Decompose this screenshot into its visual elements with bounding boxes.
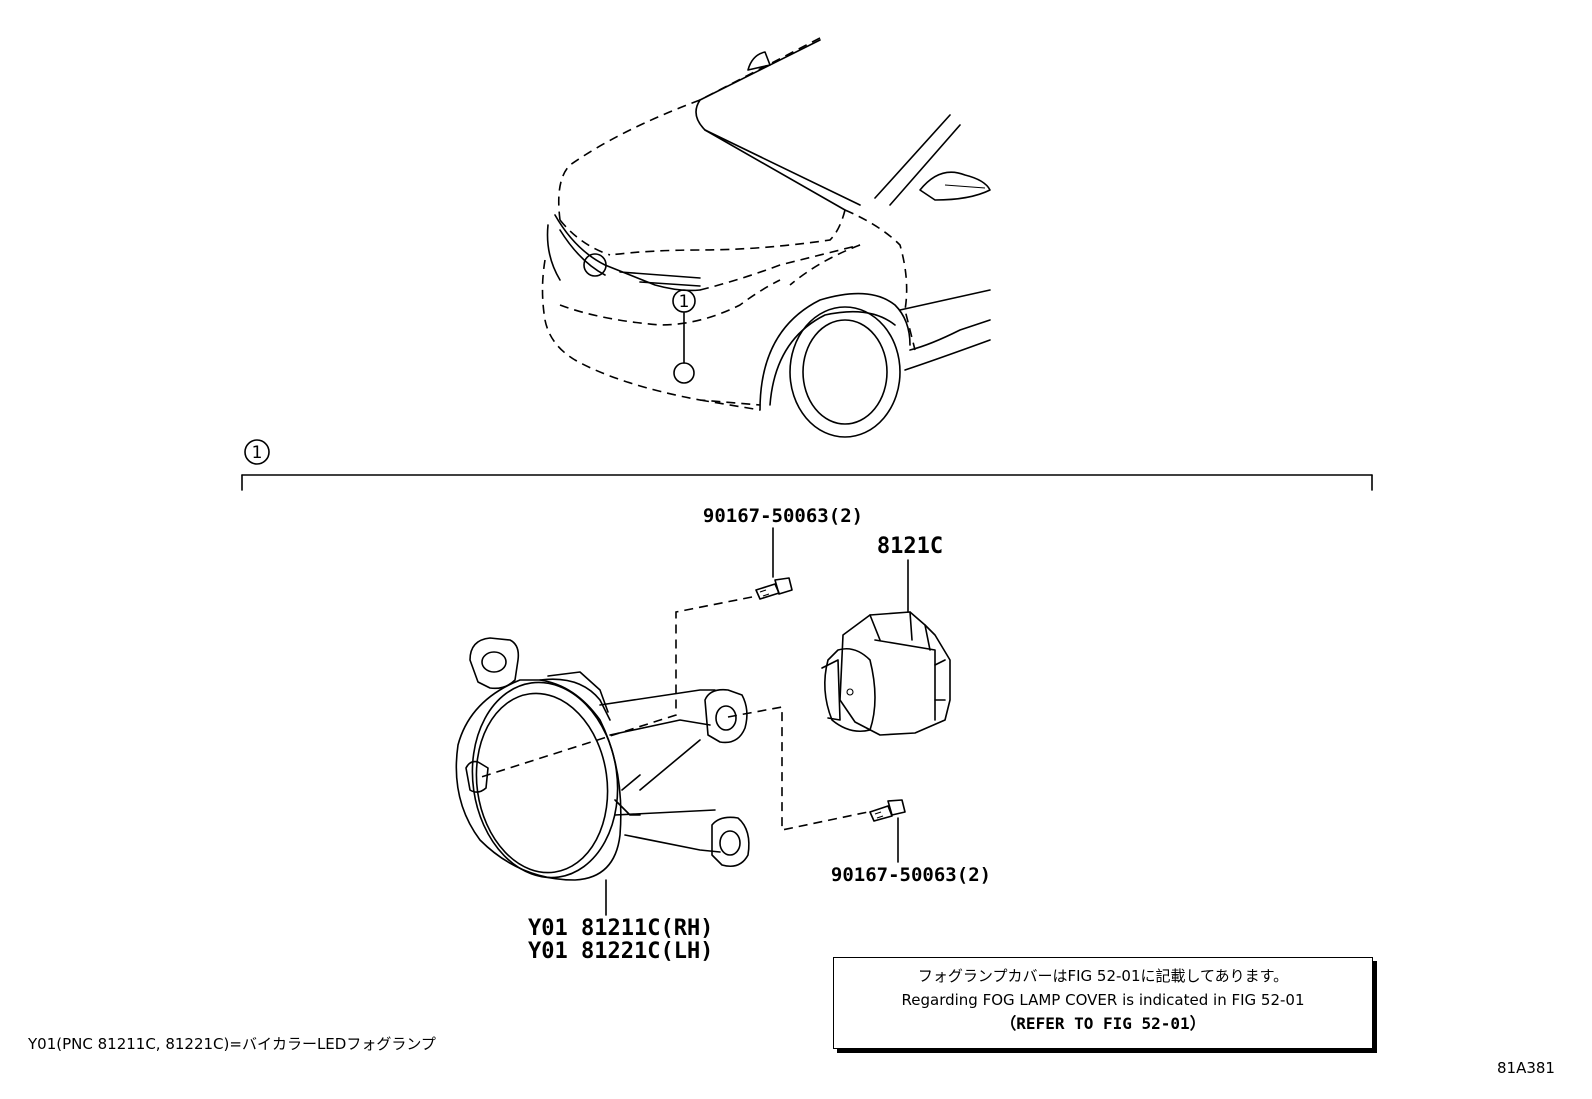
bulb-label: 8121C [877,534,943,559]
bolt-top-label: 90167-50063(2) [703,505,863,527]
callout-number-assembly: 1 [252,443,263,463]
bolt-top-illustration [755,527,793,600]
callout-number-vehicle: 1 [679,292,690,312]
variant-footnote: Y01(PNC 81211C, 81221C)=バイカラーLEDフォグランプ [28,1035,436,1053]
lamp-rh-label: Y01 81211C(RH) [528,916,713,941]
fog-lamp-illustration [455,637,750,916]
note-reference: （REFER TO FIG 52-01） [1000,1014,1206,1033]
bolt-bottom-label: 90167-50063(2) [831,864,991,886]
note-japanese: フォグランプカバーはFIG 52-01に記載してあります。 [917,967,1289,985]
note-english: Regarding FOG LAMP COVER is indicated in… [901,991,1305,1009]
assembly-bracket [241,439,1373,491]
vehicle-front-illustration [541,37,991,438]
figure-id: 81A381 [1497,1059,1555,1077]
lamp-lh-label: Y01 81221C(LH) [528,939,713,964]
bulb-socket-illustration [821,559,951,736]
reference-note-box: フォグランプカバーはFIG 52-01に記載してあります。 Regarding … [833,957,1373,1049]
bolt-bottom-illustration [869,799,906,863]
